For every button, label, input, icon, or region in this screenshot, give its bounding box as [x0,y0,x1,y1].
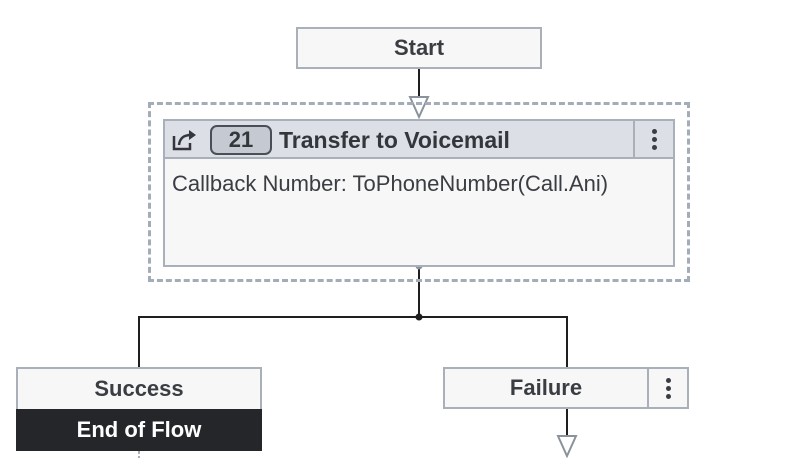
transfer-action-node[interactable]: 21 Transfer to Voicemail Callback Number… [163,119,675,267]
branch-junction [415,313,423,321]
failure-label: Failure [509,375,583,400]
end-of-flow-terminal[interactable]: End of Flow [16,409,262,451]
action-menu-button[interactable] [633,121,673,157]
action-number-badge: 21 [210,125,272,155]
failure-output-node[interactable]: Failure [443,367,689,409]
success-label: Success [94,376,184,401]
action-header[interactable]: 21 Transfer to Voicemail [165,121,673,159]
success-output-node[interactable]: Success End of Flow [16,367,262,451]
action-parameters: Callback Number: ToPhoneNumber(Call.Ani) [172,171,609,196]
kebab-menu-icon [651,128,657,134]
arrow-from-failure [556,435,578,458]
kebab-menu-icon [665,377,671,383]
connector-branches [138,316,568,367]
start-label: Start [393,35,445,60]
start-node[interactable]: Start [296,27,542,69]
failure-menu-button[interactable] [647,369,687,407]
selection-outline [148,102,690,282]
transfer-icon [171,128,199,152]
action-title: Transfer to Voicemail [279,127,510,153]
